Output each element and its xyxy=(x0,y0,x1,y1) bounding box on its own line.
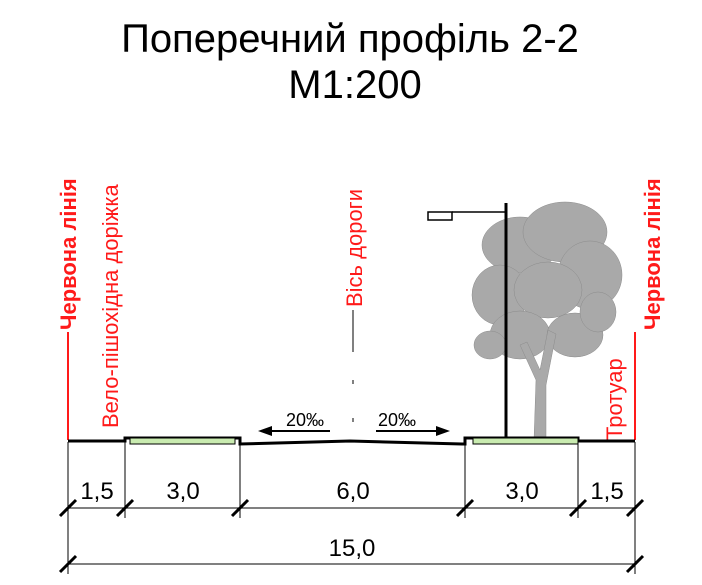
red-line-right-label: Червона лінія xyxy=(640,178,665,330)
dimension-total-ticks xyxy=(58,554,645,574)
dimension-segment-2: 3,0 xyxy=(166,478,199,505)
dimension-segment-1: 1,5 xyxy=(80,478,113,505)
slope-right-label: 20‰ xyxy=(378,410,416,430)
dimension-segment-4: 3,0 xyxy=(505,478,538,505)
dimension-ticks xyxy=(58,498,645,518)
dimension-segment-5: 1,5 xyxy=(590,478,623,505)
red-line-left-label: Червона лінія xyxy=(56,178,81,330)
dimension-total: 15,0 xyxy=(329,535,376,562)
street-lamp-icon xyxy=(427,203,508,441)
green-strip-right xyxy=(472,437,579,445)
bike-path-label: Вело-пішохідна доріжка xyxy=(98,183,123,428)
dimension-segment-3: 6,0 xyxy=(336,478,369,505)
road-axis-label: Вісь дороги xyxy=(342,189,367,307)
slope-arrow-left xyxy=(258,426,330,436)
slope-left-label: 20‰ xyxy=(286,410,324,430)
slope-arrow-right xyxy=(376,426,450,436)
dimension-line-segments xyxy=(67,442,636,518)
sidewalk-label: Тротуар xyxy=(602,358,627,440)
tree-icon xyxy=(471,201,623,441)
title-line2: М1:200 xyxy=(288,63,421,107)
title-line1: Поперечний профіль 2-2 xyxy=(121,17,579,61)
green-strip-left xyxy=(129,437,236,445)
